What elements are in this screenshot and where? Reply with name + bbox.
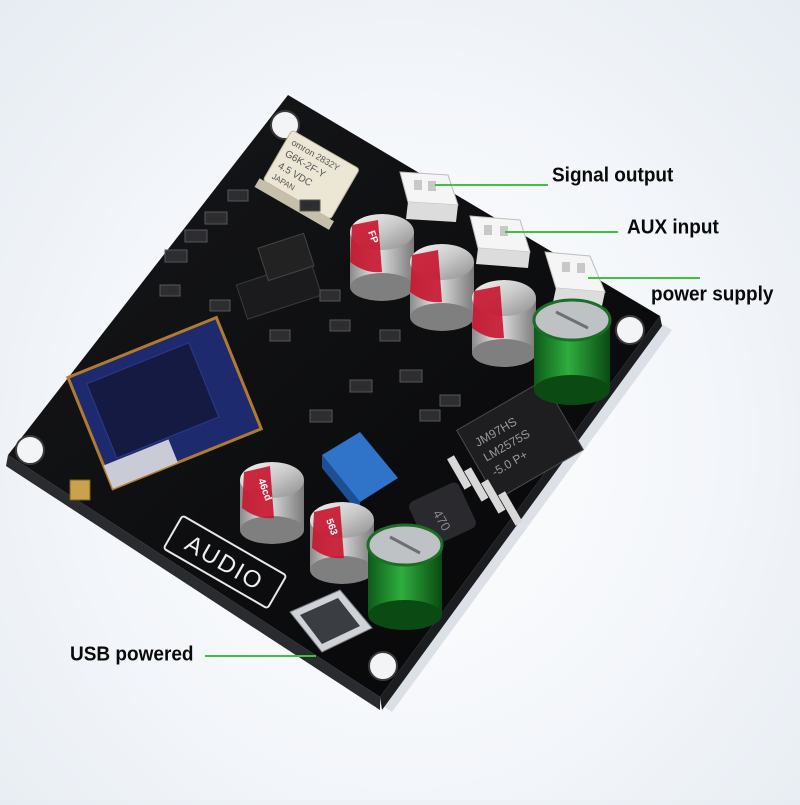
green-capacitor [532, 298, 612, 405]
usb-connector [289, 589, 373, 653]
ic-chip [257, 232, 315, 282]
connector-signal-output [399, 171, 459, 222]
blue-trimmer [322, 432, 398, 515]
relay: omron 2832Y G6K-2F-Y 4.5 VDC JAPAN [254, 130, 359, 230]
capacitor [350, 214, 414, 301]
smd-components [159, 189, 461, 423]
regulator-heatsink-pins [447, 455, 523, 526]
mount-hole [368, 651, 398, 681]
voltage-regulator: JM97HS LM2575S -5.0 P+ [456, 379, 584, 501]
capacitor [410, 244, 474, 331]
connector-aux-input [469, 215, 531, 268]
bluetooth-module [66, 315, 264, 491]
label-usb-powered: USB powered [70, 643, 194, 666]
green-capacitor [366, 523, 444, 630]
label-aux-input: AUX input [627, 216, 719, 239]
label-power-supply: power supply [651, 283, 774, 306]
label-signal-output: Signal output [552, 164, 674, 187]
mount-hole [615, 315, 645, 345]
capacitor [472, 280, 536, 367]
antenna-connector [69, 479, 91, 501]
capacitor [310, 502, 374, 584]
svg-text:FP: FP [365, 229, 380, 245]
mount-hole [15, 435, 45, 465]
capacitor [240, 462, 304, 544]
pcb-edge [6, 455, 380, 710]
